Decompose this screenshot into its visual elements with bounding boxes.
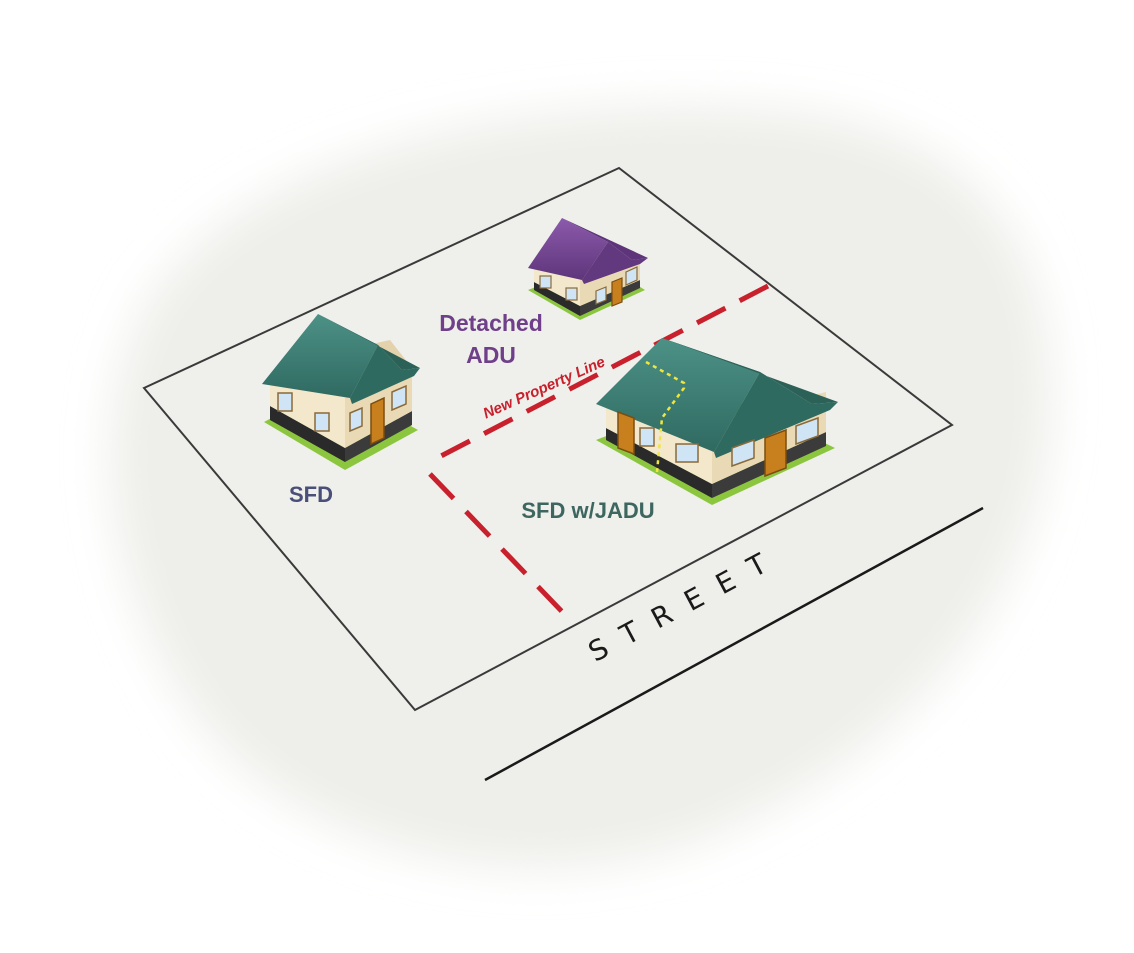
street-line [484,506,984,782]
detached-adu-label-line2: ADU [466,342,516,368]
new-property-line [439,283,770,459]
lot-outline [142,166,954,712]
sfd-jadu-label: SFD w/JADU [521,498,654,523]
detached-adu-label-line1: Detached [439,310,543,336]
sfd-house-icon [262,314,420,470]
detached-adu-house-icon [528,218,648,320]
new-property-line-leg [428,472,574,624]
jadu-divider-line [645,360,686,473]
sfd-label: SFD [289,482,333,507]
